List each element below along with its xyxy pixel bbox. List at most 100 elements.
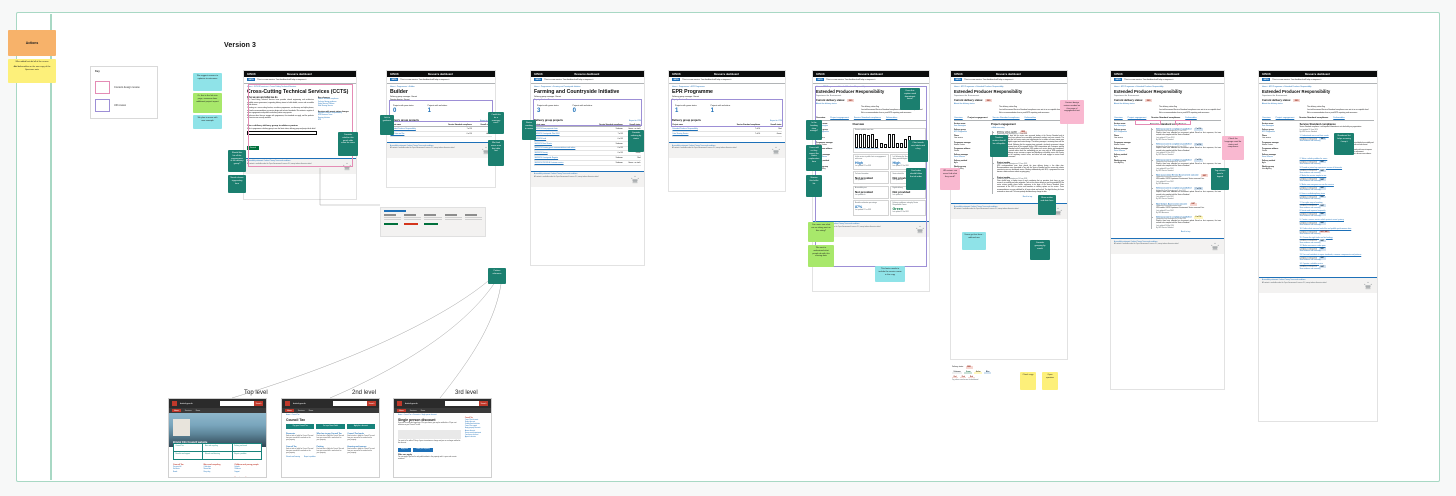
wireframe-page-compliance-timeline[interactable]: GOV.UK Resource dashboard BETA This is a… (1110, 70, 1225, 390)
sticky-note-18[interactable]: Check the language used for status and c… (1222, 136, 1244, 160)
footer-links[interactable]: Accessibility statement Cookies Privacy … (534, 174, 578, 176)
breadcrumb[interactable]: Home > EPR Programme > Extended Producer… (1262, 85, 1312, 88)
sticky-note-8[interactable]: Is the heading clear enough? (806, 120, 822, 140)
sticky-note-12[interactable]: Chart needs axis labels and a key (908, 140, 928, 162)
row-link[interactable]: SERVICE Countryside Plan 2024 (534, 133, 560, 136)
tab-project-engagement[interactable]: Project engagement (967, 117, 988, 120)
sticky-note-13[interactable]: Card order should follow the tab order (906, 168, 926, 190)
nav-services[interactable]: Services (409, 409, 417, 412)
row-link[interactable]: SERVICE Rural Grants (534, 142, 552, 145)
quick-link[interactable]: Report a problem (232, 452, 261, 459)
wireframe-page-ccts[interactable]: GOV.UK Resource dashboard BETA This is a… (243, 70, 357, 200)
entry-heading-link[interactable]: Self-assessment compliance published (1156, 187, 1192, 190)
tab-project-engagement[interactable]: Project engagement (1127, 117, 1147, 120)
row-link[interactable]: SERVICE Land (534, 137, 547, 140)
breadcrumb[interactable]: Home > GOV.UK services > Cross-Cutting T… (247, 85, 297, 88)
quick-link[interactable]: Benefits and support (174, 452, 203, 459)
entry-heading-link[interactable]: Self-assessment compliance published (1156, 128, 1192, 131)
row-link[interactable]: SERVICE PROVIDE Customer service (534, 161, 564, 164)
sticky-note-14[interactable]: Can users see what we are doing next on … (808, 222, 834, 242)
sidebar-link-3[interactable]: Digital Service Platform (317, 104, 335, 106)
tab-overview[interactable]: Overview (954, 117, 963, 120)
sticky-note-22[interactable]: Users get lost here - add anchors (962, 232, 986, 250)
row-link[interactable]: SERVICE Farm payment claim (534, 128, 558, 131)
footer-links[interactable]: Accessibility statement Cookies Privacy … (390, 145, 434, 147)
row-link[interactable]: EPR Data and Tax (390, 133, 405, 136)
search-button[interactable]: Search (247, 145, 259, 150)
nav-news[interactable]: News (420, 409, 426, 412)
wireframe-page-farming[interactable]: GOV.UK Resource dashboard BETA This is a… (530, 70, 645, 266)
nav-services[interactable]: Services (297, 409, 305, 412)
nav-news[interactable]: News (195, 409, 201, 412)
footer-links[interactable]: Accessibility statement Cookies Privacy … (816, 224, 860, 226)
sticky-note-9[interactable]: Users told us they expect the status exp… (806, 145, 822, 171)
site-search[interactable]: Search (333, 401, 376, 406)
quick-link[interactable]: Schools and learning (203, 452, 232, 459)
quick-link-grid[interactable]: Council Tax Bins and recycling Parking a… (173, 443, 262, 460)
footer-link-2[interactable]: Report a problem (304, 457, 316, 459)
entry-heading-link[interactable]: Self-assessment compliance published (1156, 159, 1192, 162)
quick-link[interactable]: Council Tax (174, 444, 203, 451)
wireframe-page-standards-list[interactable]: GOV.UK Resource dashboard BETA This is a… (1258, 70, 1378, 422)
sidebar-link2-4[interactable]: EPR (317, 120, 322, 122)
actions-detail-note[interactable]: Who added last did all of the screen Add… (8, 59, 56, 83)
breadcrumb[interactable]: Home > Programmes > Builder (390, 85, 415, 88)
sticky-note-16[interactable]: This footer needs to include the service… (875, 266, 905, 282)
tab-service-standard-compliance[interactable]: Service Standard compliance (853, 117, 881, 120)
sidebar-link-1[interactable]: Service Standard compliance (317, 99, 339, 101)
search-button[interactable]: Search (479, 401, 488, 406)
action-button[interactable]: Set up a Direct Debit (316, 423, 345, 429)
tab-service-standard-compliance[interactable]: Service Standard compliance (1299, 117, 1329, 120)
footer-link-1[interactable]: Schools and learning (286, 457, 301, 459)
nav-news[interactable]: News (308, 409, 314, 412)
site-nav[interactable]: Home Services News (394, 408, 491, 413)
tab-bar[interactable]: Overview Project engagement Service Stan… (1262, 117, 1374, 122)
footer-links[interactable]: Accessibility statement Cookies Privacy … (954, 206, 998, 208)
sticky-note-7[interactable]: Consider ordering by status (628, 130, 644, 152)
sticky-note-2[interactable]: Consider whether this panel adds value f… (338, 132, 358, 156)
quick-link[interactable]: Parking and travel (232, 444, 261, 451)
sticky-note-23[interactable]: UR review: can users find what they need… (940, 168, 960, 190)
sticky-note-11[interactable]: Does this caption need department name? (900, 88, 920, 110)
table-row[interactable]: EPR Data and Tax 0 of 14 Amber (390, 131, 492, 138)
tab-deliverables[interactable]: Deliverables (1333, 117, 1345, 120)
sidebar-link2-3[interactable]: Farming Initiative (317, 117, 330, 119)
row-link[interactable]: SERVICE Farming grant recommendations an… (534, 147, 576, 150)
status-help-link[interactable]: About the delivery status (1262, 103, 1283, 106)
back-to-top-link[interactable]: Back to top (1022, 196, 1033, 199)
sticky-note-21[interactable]: Consider grouping by month (1030, 240, 1050, 260)
row-link[interactable]: Extended Producer Responsibility (672, 128, 698, 131)
footer-links[interactable]: Accessibility statement Cookies Privacy … (1114, 241, 1158, 243)
action-button[interactable]: Apply for a discount (346, 423, 375, 429)
rail-link[interactable]: Council Tax support (464, 426, 477, 428)
search-input[interactable] (220, 401, 254, 406)
entry-heading-link[interactable]: New Service Assessment outcome (1156, 203, 1188, 206)
sidebar-link2-2[interactable]: EPR Business Team (317, 115, 333, 117)
action-buttons[interactable]: Apply now Check your eligibility (394, 447, 465, 453)
sticky-note-1[interactable]: Needs clearer signposting here (228, 175, 246, 193)
wireframe-page-epr-programme[interactable]: GOV.UK Resource dashboard BETA This is a… (668, 70, 786, 192)
site-nav[interactable]: Home Services News (169, 408, 266, 413)
standard-title[interactable]: 1. Understand users and their needs (1299, 134, 1329, 137)
breadcrumb[interactable]: Home > Council Tax > Discounts > Single … (398, 414, 437, 416)
chart-link[interactable]: View all project engagement entries (855, 149, 879, 151)
breadcrumb[interactable]: Home > Council Tax (286, 414, 300, 416)
rail-link[interactable]: Appeal a decision (464, 437, 476, 439)
rail-link[interactable]: Severe mental impairment (464, 432, 482, 434)
actions-note[interactable]: Actions (8, 30, 56, 56)
sticky-note-20[interactable]: Show author and date here (1038, 195, 1056, 215)
sidebar-link-4[interactable]: Data Sharing Service (317, 106, 333, 108)
site-search[interactable]: Search (220, 401, 263, 406)
sticky-note-10[interactable]: Shorten this bullet list (806, 175, 822, 197)
tab-bar[interactable]: Overview Project engagement Service Stan… (954, 117, 1064, 122)
site-screenshot-top-level[interactable]: bristol.gov.uk Search Home Services News… (168, 398, 267, 478)
nav-home[interactable]: Home (285, 408, 294, 413)
site-search[interactable]: Search (445, 401, 488, 406)
tab-bar[interactable]: Overview Project engagement Service Stan… (1114, 117, 1221, 122)
sticky-note-19[interactable]: Timeline entries should be collapsible (990, 135, 1008, 157)
